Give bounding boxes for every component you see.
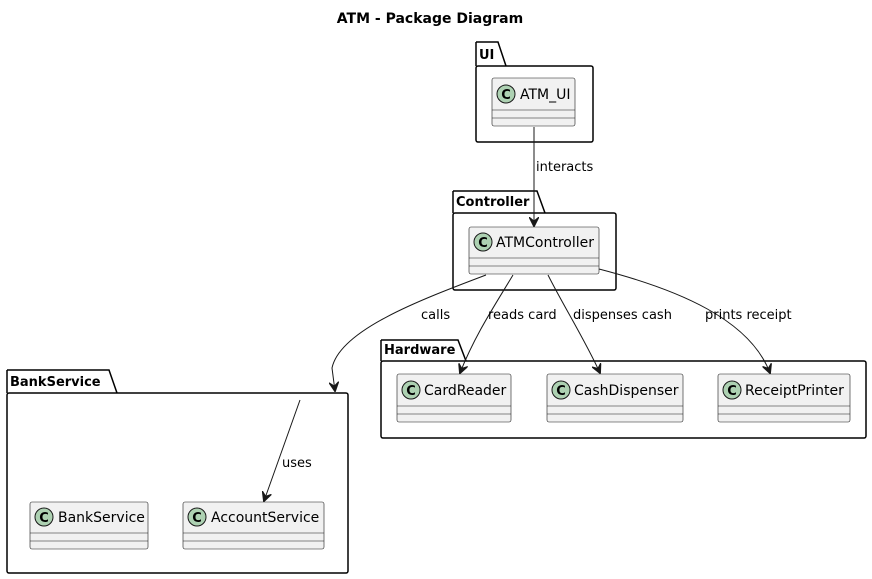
class-name-atm-controller: ATMController <box>496 235 594 251</box>
class-marker-icon <box>473 232 493 252</box>
edge-interacts: interacts <box>534 127 594 226</box>
class-name-account-service: AccountService <box>211 510 319 526</box>
class-marker-icon <box>496 84 516 104</box>
class-marker-icon <box>551 380 571 400</box>
edge-dispenses-cash: dispenses cash <box>547 274 672 373</box>
class-marker-icon <box>187 507 207 527</box>
class-name-cash-dispenser: CashDispenser <box>574 383 679 399</box>
class-marker-icon <box>401 380 421 400</box>
package-label-hardware: Hardware <box>384 343 456 358</box>
svg-text:C: C <box>556 384 566 399</box>
class-receipt-printer: C ReceiptPrinter <box>717 373 851 423</box>
edge-calls: calls <box>332 274 487 391</box>
class-card-reader: C CardReader <box>396 373 512 423</box>
class-atm-ui: C ATM_UI <box>491 77 576 127</box>
svg-text:C: C <box>192 511 202 526</box>
class-name-bank-service: BankService <box>58 510 145 526</box>
class-cash-dispenser: C CashDispenser <box>546 373 684 423</box>
class-name-receipt-printer: ReceiptPrinter <box>745 383 844 399</box>
class-name-card-reader: CardReader <box>424 383 507 399</box>
diagram-title: ATM - Package Diagram <box>337 11 523 27</box>
edge-label-calls: calls <box>421 308 450 323</box>
svg-text:C: C <box>727 384 737 399</box>
package-label-controller: Controller <box>456 195 530 210</box>
class-atm-controller: C ATMController <box>468 226 600 275</box>
svg-text:C: C <box>501 88 511 103</box>
class-account-service: C AccountService <box>182 501 325 550</box>
edge-label-prints-receipt: prints receipt <box>705 308 792 323</box>
class-marker-icon <box>34 507 54 527</box>
edge-label-dispenses-cash: dispenses cash <box>573 308 672 323</box>
edge-label-interacts: interacts <box>536 160 594 175</box>
edge-reads-card: reads card <box>460 274 557 373</box>
edge-label-reads-card: reads card <box>488 308 557 323</box>
edge-uses: uses <box>264 399 312 501</box>
svg-text:C: C <box>39 511 49 526</box>
edge-prints-receipt: prints receipt <box>598 268 792 373</box>
class-name-atm-ui: ATM_UI <box>520 87 571 103</box>
package-label-bankservice: BankService <box>10 375 101 390</box>
svg-text:C: C <box>478 236 488 251</box>
edge-label-uses: uses <box>282 456 312 471</box>
package-label-ui: UI <box>479 48 494 63</box>
class-bank-service: C BankService <box>29 501 149 550</box>
class-marker-icon <box>722 380 742 400</box>
svg-text:C: C <box>406 384 416 399</box>
